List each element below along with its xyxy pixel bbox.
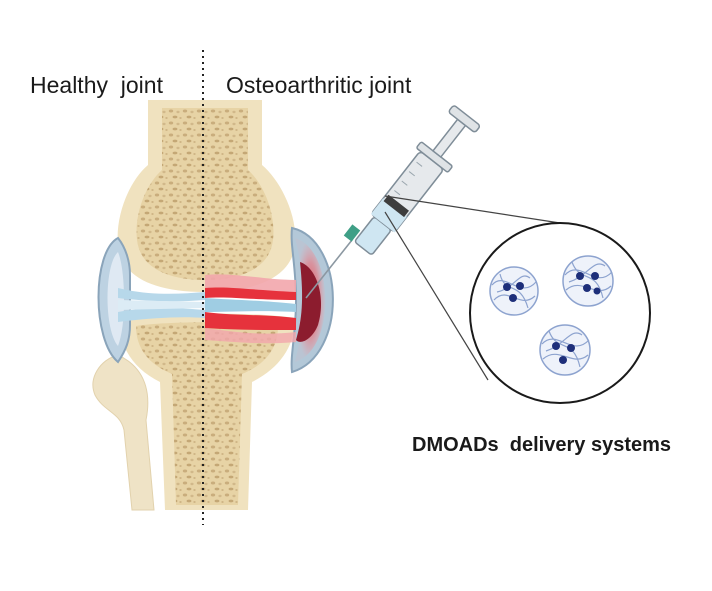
zoom-line-top — [384, 195, 561, 224]
cartilage-osteoarthritic — [205, 274, 296, 344]
needle — [305, 224, 361, 299]
femur — [117, 100, 296, 292]
zoom-line-bottom — [384, 211, 489, 381]
nanoparticle-icon — [489, 266, 539, 316]
delivery-systems-label: DMOADs delivery systems — [412, 434, 672, 456]
joint-capsule-healthy — [97, 236, 131, 364]
tibia — [119, 313, 295, 510]
syringe-icon — [354, 105, 481, 255]
nanoparticle-icon — [539, 324, 591, 376]
osteoarthritic-joint-label: Osteoarthritic joint — [226, 72, 412, 98]
cartilage-healthy — [118, 288, 205, 322]
nanoparticle-icon — [562, 255, 614, 307]
healthy-joint-label: Healthy joint — [30, 72, 163, 98]
zoom-inset — [469, 222, 651, 404]
joint-capsule-osteoarthritic — [290, 226, 334, 374]
fibula — [92, 354, 155, 511]
